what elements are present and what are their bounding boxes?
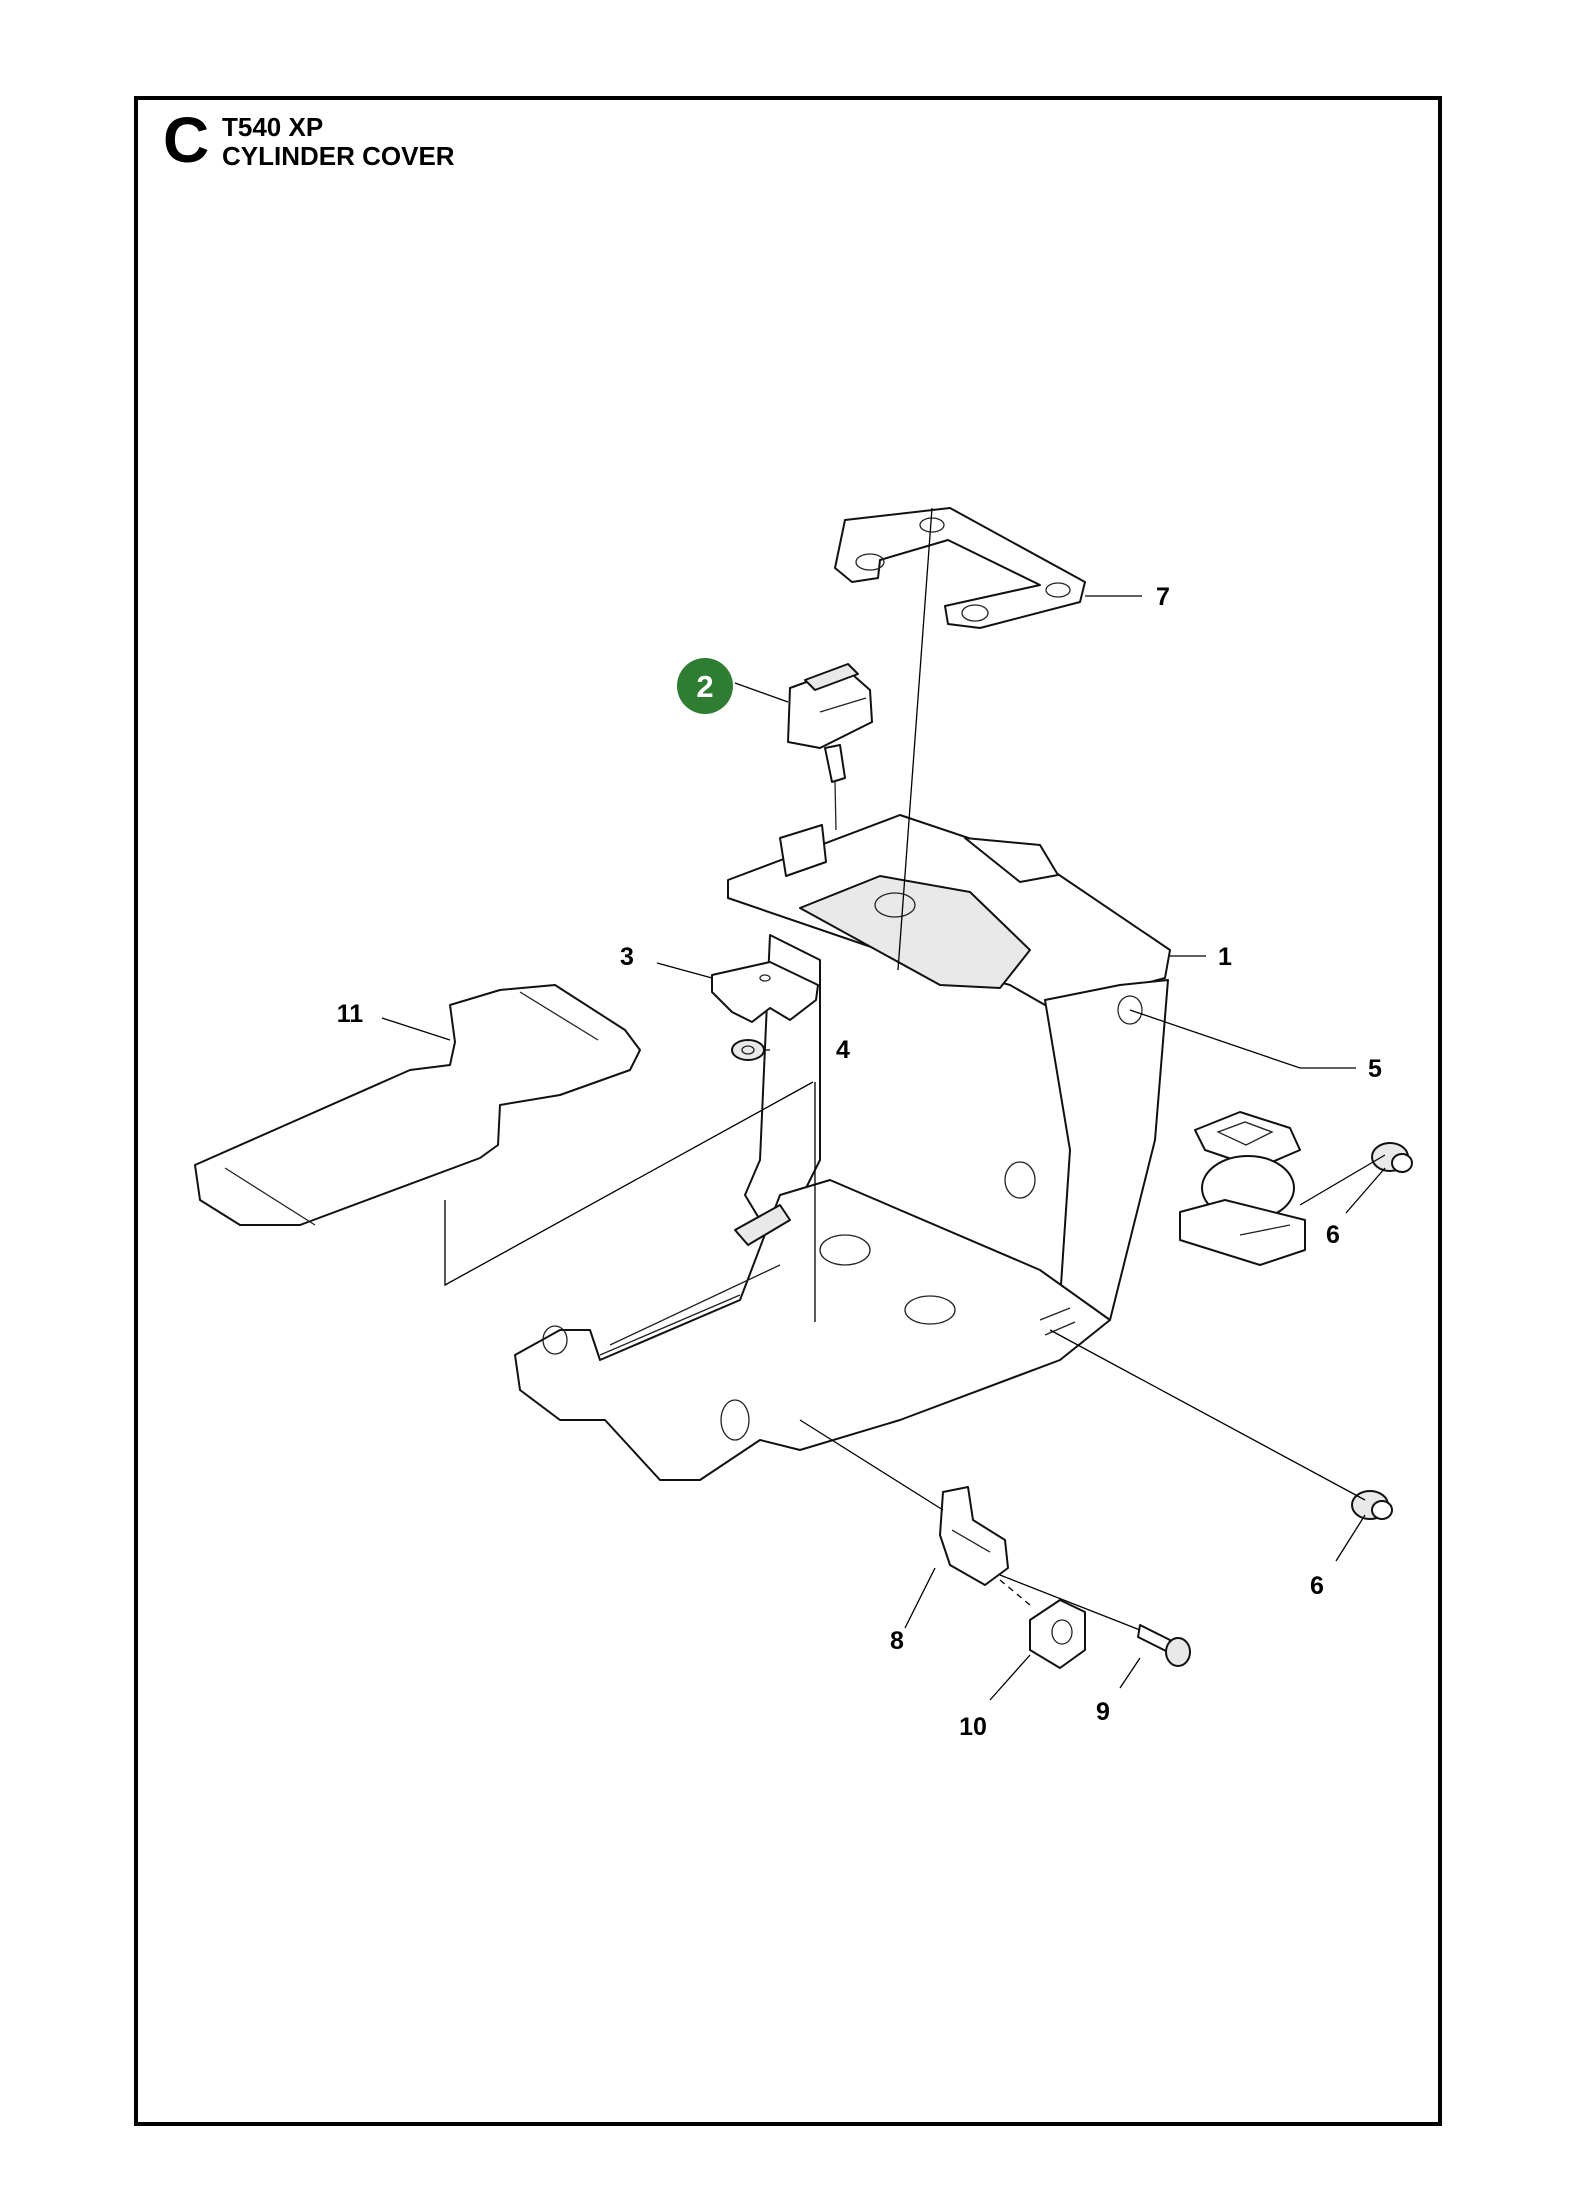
part-11-heat-shield [194, 984, 641, 1226]
part-7-gasket [834, 507, 1086, 629]
callout-10: 10 [959, 1713, 987, 1741]
part-6-insert-lower [1351, 1490, 1393, 1520]
callout-4: 4 [836, 1036, 850, 1064]
part-5-av-mount [1179, 1111, 1306, 1266]
diagram-title: CYLINDER COVER [222, 141, 455, 171]
part-4-nut [731, 1039, 765, 1061]
leader-lines [381, 507, 1386, 1701]
part-10-washer [1029, 1599, 1086, 1669]
section-letter: C [163, 104, 210, 176]
callout-labels: 7 2 1 3 11 4 5 6 6 8 9 10 [337, 583, 1382, 1741]
callout-8: 8 [890, 1627, 904, 1655]
part-6-insert-upper [1371, 1142, 1413, 1173]
callout-3: 3 [620, 943, 634, 971]
part-8-clip [939, 1486, 1009, 1586]
callout-2-badge: 2 [677, 658, 733, 714]
part-9-screw [1137, 1624, 1191, 1667]
callout-5: 5 [1368, 1055, 1382, 1083]
diagram-frame [134, 96, 1442, 2126]
callout-9: 9 [1096, 1698, 1110, 1726]
callout-1: 1 [1218, 943, 1232, 971]
part-3-bracket [711, 961, 819, 1023]
callout-6-upper: 6 [1326, 1221, 1340, 1249]
callout-7: 7 [1156, 583, 1170, 611]
part-1-cylinder-cover [514, 814, 1171, 1481]
callout-11: 11 [337, 1000, 364, 1028]
callout-6-lower: 6 [1310, 1572, 1324, 1600]
highlight-badge [677, 658, 733, 714]
model-name: T540 XP [222, 112, 324, 142]
part-2-switch [787, 663, 873, 831]
callout-2: 2 [696, 669, 713, 704]
